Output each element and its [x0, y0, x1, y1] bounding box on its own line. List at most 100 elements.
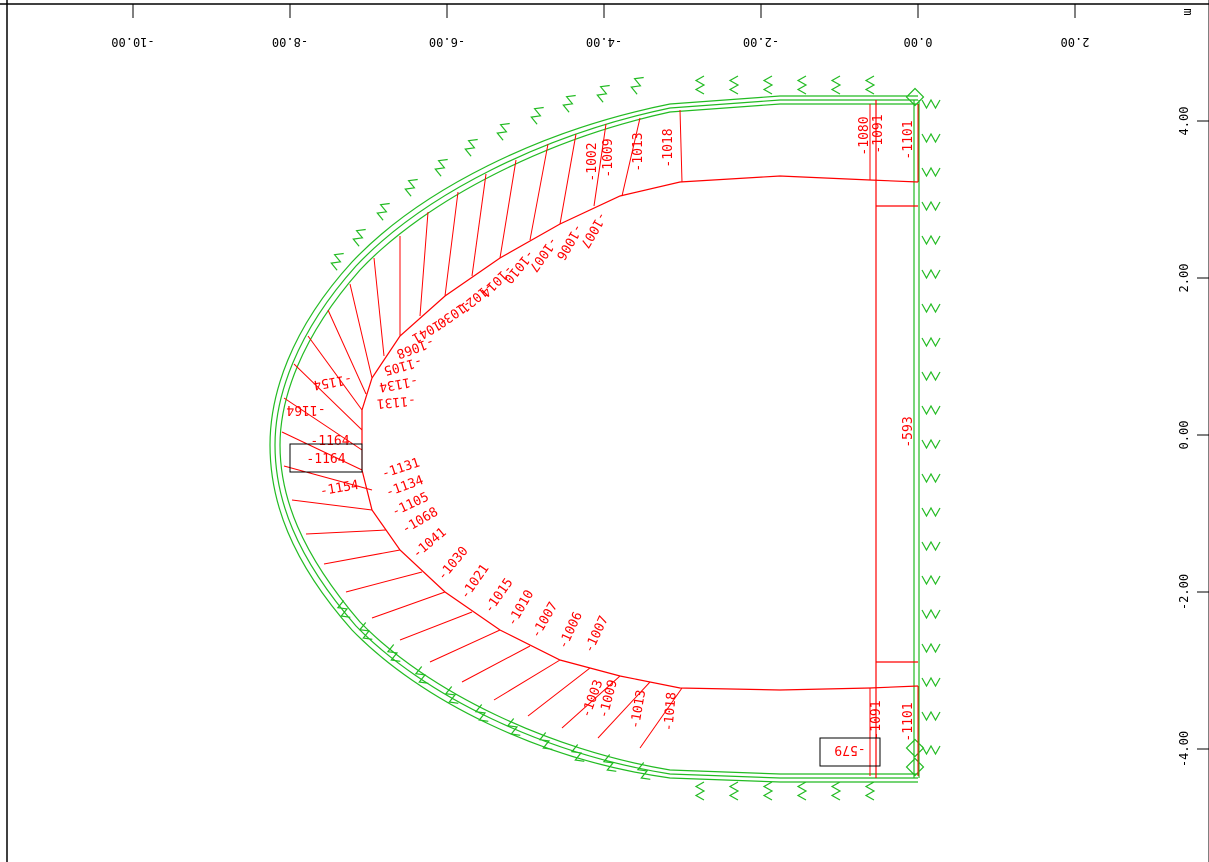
spring-symbol: [921, 506, 941, 518]
spring-symbol: [921, 370, 941, 382]
force-hatch-line: [639, 687, 683, 749]
spring-symbol: [762, 781, 774, 801]
force-hatch-line: [593, 123, 607, 207]
spring-symbol: [434, 158, 448, 177]
min-value-label: -579: [834, 742, 865, 757]
force-hatch-line: [373, 257, 385, 357]
spring-symbol: [376, 202, 390, 221]
spring-symbol: [921, 574, 941, 586]
x-tick-label: -6.00: [429, 35, 465, 49]
force-hatch-line: [283, 397, 363, 451]
x-tick-label: -2.00: [743, 35, 779, 49]
force-hatch-line: [559, 133, 577, 225]
force-hatch-line: [527, 667, 591, 717]
spring-symbol: [336, 600, 351, 618]
crown-value-label: -1091: [871, 114, 886, 153]
spring-symbol: [921, 642, 941, 654]
spring-symbol: [474, 704, 489, 722]
force-hatch-line: [561, 675, 621, 729]
spring-symbol: [921, 98, 941, 110]
y-axis: 4.00 2.00 0.00 -2.00 -4.00: [1177, 107, 1209, 767]
y-tick-label: 4.00: [1177, 107, 1191, 136]
x-axis: -10.00 -8.00 -6.00 -4.00 -2.00 0.00 2.00…: [111, 4, 1195, 49]
force-hatch-line: [291, 499, 373, 511]
force-hatch-line: [419, 211, 429, 317]
invert-value-label: -593: [901, 416, 916, 447]
spring-symbol: [864, 781, 876, 801]
spring-symbol: [602, 754, 617, 772]
spring-symbol: [921, 710, 941, 722]
spring-symbol: [496, 122, 510, 141]
force-hatch-line: [399, 611, 473, 641]
upper-value-label: -1134: [378, 373, 419, 395]
force-hatch-line: [529, 143, 549, 241]
lower-value-label: -1007: [529, 600, 562, 641]
max-value-box: [289, 443, 363, 473]
force-hatch-line: [345, 571, 423, 593]
force-hatch-line: [307, 335, 363, 411]
spring-symbol: [921, 132, 941, 144]
y-tick-label: 2.00: [1177, 264, 1191, 293]
spring-symbol: [728, 75, 740, 95]
spring-symbol: [921, 166, 941, 178]
spring-symbol: [570, 744, 585, 762]
spring-symbol: [404, 178, 418, 197]
bottom-value-label: -1091: [869, 700, 884, 739]
spring-symbol: [830, 75, 842, 95]
spring-symbol: [921, 200, 941, 212]
spring-symbol: [358, 622, 373, 640]
force-hatch-line: [349, 283, 373, 379]
force-hatch-line: [444, 191, 459, 297]
spring-symbol: [762, 75, 774, 95]
spring-symbol: [596, 84, 610, 103]
spring-symbol: [830, 781, 842, 801]
lower-value-label: -1018: [661, 692, 679, 732]
crown-value-label: -1080: [857, 116, 872, 155]
spring-symbol: [386, 644, 401, 662]
upper-value-label: -1131: [376, 392, 416, 410]
force-hatching: [281, 104, 919, 776]
lining-outer-line: [269, 95, 918, 783]
tunnel-lining: [269, 87, 925, 783]
force-hatch-line: [305, 529, 387, 535]
spring-symbol: [330, 252, 344, 271]
spring-symbol: [921, 744, 941, 756]
spring-symbol: [694, 75, 706, 95]
spring-symbol: [506, 718, 521, 736]
spring-symbol: [694, 781, 706, 801]
lower-value-label: -1006: [556, 610, 586, 652]
bottom-value-label: -1101: [901, 702, 916, 741]
lower-value-label: -1013: [628, 689, 650, 730]
upper-value-label: -1009: [601, 138, 616, 177]
lower-value-label: -1030: [435, 544, 472, 584]
lining-inner-line: [279, 103, 918, 775]
upper-value-label: -1154: [312, 371, 353, 393]
spring-symbol: [921, 676, 941, 688]
spring-symbol: [464, 138, 478, 157]
force-hatch-line: [281, 431, 363, 471]
lower-value-label: -1154: [319, 478, 360, 500]
spring-symbol: [538, 732, 553, 750]
lower-value-label: -1007: [582, 614, 612, 656]
y-tick-label: 0.00: [1177, 421, 1191, 450]
crown-value-label: -1101: [901, 120, 916, 159]
support-marker: [905, 738, 925, 758]
x-tick-label: -10.00: [111, 35, 154, 49]
force-hatch-line: [493, 659, 561, 701]
upper-value-label: -1002: [585, 142, 600, 181]
spring-symbol: [796, 781, 808, 801]
lining-mid-line: [274, 99, 918, 779]
y-tick-label: -2.00: [1177, 574, 1191, 610]
min-value-box: [819, 737, 881, 767]
support-marker: [905, 757, 925, 777]
y-tick-label: -4.00: [1177, 731, 1191, 767]
force-hatch-line: [371, 591, 446, 619]
spring-symbol: [352, 228, 366, 247]
x-tick-label: 2.00: [1061, 35, 1090, 49]
force-hatch-line: [679, 109, 683, 183]
spring-symbol: [864, 75, 876, 95]
spring-symbol: [630, 76, 644, 95]
spring-symbol: [921, 336, 941, 348]
spring-symbol: [728, 781, 740, 801]
